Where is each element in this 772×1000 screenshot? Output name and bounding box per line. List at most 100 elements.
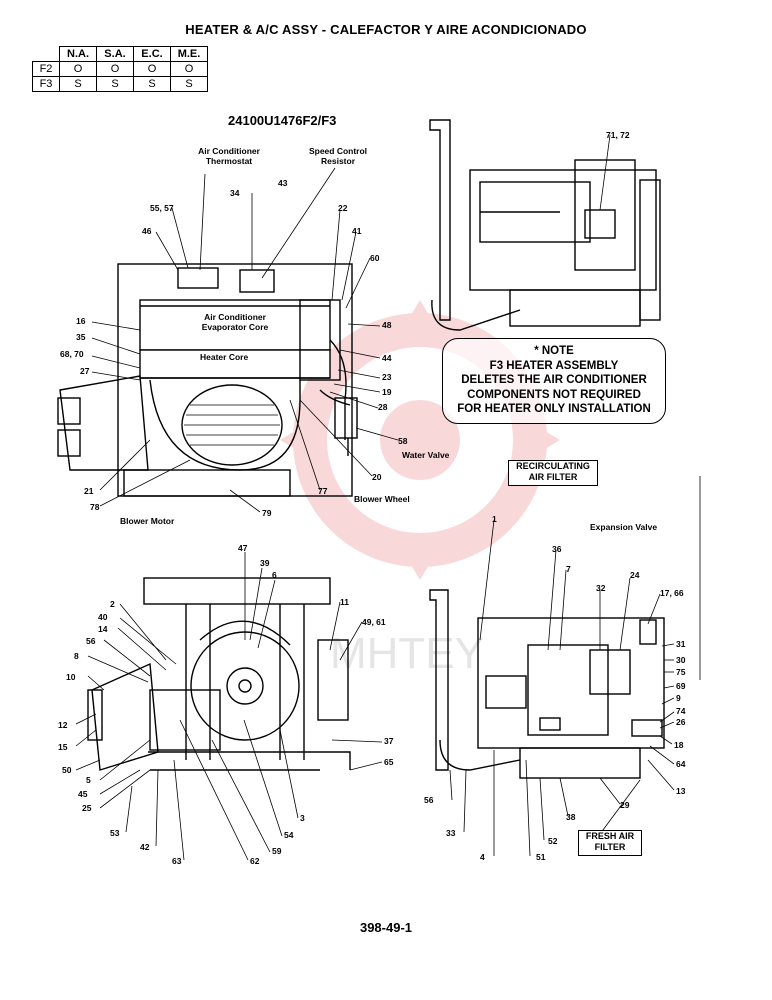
callout: 29 bbox=[620, 800, 630, 810]
box-line: RECIRCULATING bbox=[516, 461, 590, 471]
callout: 15 bbox=[58, 742, 68, 752]
blower-motor-label: Blower Motor bbox=[120, 516, 175, 526]
callout: 65 bbox=[384, 757, 394, 767]
callout: 32 bbox=[596, 583, 606, 593]
callout: 27 bbox=[80, 366, 90, 376]
page-title: HEATER & A/C ASSY - CALEFACTOR Y AIRE AC… bbox=[185, 22, 587, 37]
callout: 10 bbox=[66, 672, 76, 682]
bottom-right-view bbox=[429, 589, 665, 779]
heater-core-label: Heater Core bbox=[200, 352, 249, 362]
callout: 42 bbox=[140, 842, 150, 852]
callout: 53 bbox=[110, 828, 120, 838]
callout: 74 bbox=[676, 706, 686, 716]
callout: 47 bbox=[238, 543, 248, 553]
callout: 13 bbox=[676, 786, 686, 796]
table-cell: S bbox=[170, 76, 208, 92]
callout: 22 bbox=[338, 203, 348, 213]
callout: 8 bbox=[74, 651, 79, 661]
callout: 55, 57 bbox=[150, 203, 174, 213]
callout: 38 bbox=[566, 812, 576, 822]
note-line: * NOTE bbox=[534, 345, 574, 357]
page-number: 398-49-1 bbox=[359, 920, 413, 935]
callout: 19 bbox=[382, 387, 392, 397]
callout: 54 bbox=[284, 830, 294, 840]
fresh-air-filter-label: FRESH AIR FILTER bbox=[578, 830, 642, 856]
top-right-view bbox=[429, 119, 661, 331]
callout: 1 bbox=[492, 514, 497, 524]
callout: 18 bbox=[674, 740, 684, 750]
callout: 9 bbox=[676, 693, 681, 703]
expansion-valve-label: Expansion Valve bbox=[590, 522, 658, 532]
callout: 52 bbox=[548, 836, 558, 846]
callout: 4 bbox=[480, 852, 485, 862]
callout: 78 bbox=[90, 502, 100, 512]
callout: 36 bbox=[552, 544, 562, 554]
callout: 3 bbox=[300, 813, 305, 823]
callout: 58 bbox=[398, 436, 408, 446]
callout: 63 bbox=[172, 856, 182, 866]
callout: 50 bbox=[62, 765, 72, 775]
callout: 37 bbox=[384, 736, 394, 746]
callout: 20 bbox=[372, 472, 382, 482]
column-header: S.A. bbox=[96, 46, 134, 62]
callout: 28 bbox=[378, 402, 388, 412]
assembly-number: 24100U1476F2/F3 bbox=[228, 113, 337, 128]
callout: 44 bbox=[382, 353, 392, 363]
callout: 31 bbox=[676, 639, 686, 649]
bottom-left-view bbox=[87, 577, 351, 771]
callout: 33 bbox=[446, 828, 456, 838]
note-line: FOR HEATER ONLY INSTALLATION bbox=[457, 403, 651, 416]
callout: 77 bbox=[318, 486, 328, 496]
callout: 7 bbox=[566, 564, 571, 574]
callout: 35 bbox=[76, 332, 86, 342]
water-valve-label: Water Valve bbox=[402, 450, 450, 460]
callout: 69 bbox=[676, 681, 686, 691]
callout: 64 bbox=[676, 759, 686, 769]
callout: 79 bbox=[262, 508, 272, 518]
callout: 30 bbox=[676, 655, 686, 665]
callout: 41 bbox=[352, 226, 362, 236]
note-line: F3 HEATER ASSEMBLY bbox=[489, 359, 619, 372]
callout: 43 bbox=[278, 178, 288, 188]
callout: 39 bbox=[260, 558, 270, 568]
callout: 75 bbox=[676, 667, 686, 677]
table-row: F3 S S S S bbox=[32, 76, 208, 92]
availability-table: N.A. S.A. E.C. M.E. F2 O O O O F3 S S S … bbox=[32, 46, 208, 92]
callout: 46 bbox=[142, 226, 152, 236]
watermark-text: MHTEY bbox=[330, 629, 484, 678]
box-line: AIR FILTER bbox=[528, 472, 578, 482]
callout: 12 bbox=[58, 720, 68, 730]
callout: 40 bbox=[98, 612, 108, 622]
callout: 60 bbox=[370, 253, 380, 263]
callout: 51 bbox=[536, 852, 546, 862]
callout: 59 bbox=[272, 846, 282, 856]
callout: 24 bbox=[630, 570, 640, 580]
callout: 25 bbox=[82, 803, 92, 813]
note-line: COMPONENTS NOT REQUIRED bbox=[467, 388, 641, 401]
callout: 34 bbox=[230, 188, 240, 198]
callout: 2 bbox=[110, 599, 115, 609]
leader-lines bbox=[75, 134, 701, 861]
callout: 6 bbox=[272, 570, 277, 580]
callout: 11 bbox=[340, 597, 349, 607]
callout: 68, 70 bbox=[60, 349, 84, 359]
callout: 16 bbox=[76, 316, 86, 326]
callout: 56 bbox=[424, 795, 434, 805]
table-cell: S bbox=[133, 76, 171, 92]
callout: 48 bbox=[382, 320, 392, 330]
watermark-logo bbox=[280, 300, 560, 580]
callout: 14 bbox=[98, 624, 108, 634]
callout: 17, 66 bbox=[660, 588, 684, 598]
callout: 5 bbox=[86, 775, 91, 785]
callout: 49, 61 bbox=[362, 617, 386, 627]
callout: 45 bbox=[78, 789, 88, 799]
callout: 26 bbox=[676, 717, 686, 727]
table-row: F2 O O O O bbox=[32, 61, 208, 77]
blower-wheel-label: Blower Wheel bbox=[354, 494, 410, 504]
callout: 62 bbox=[250, 856, 260, 866]
callout: 56 bbox=[86, 636, 96, 646]
note-box: * NOTE F3 HEATER ASSEMBLY DELETES THE AI… bbox=[442, 338, 666, 424]
